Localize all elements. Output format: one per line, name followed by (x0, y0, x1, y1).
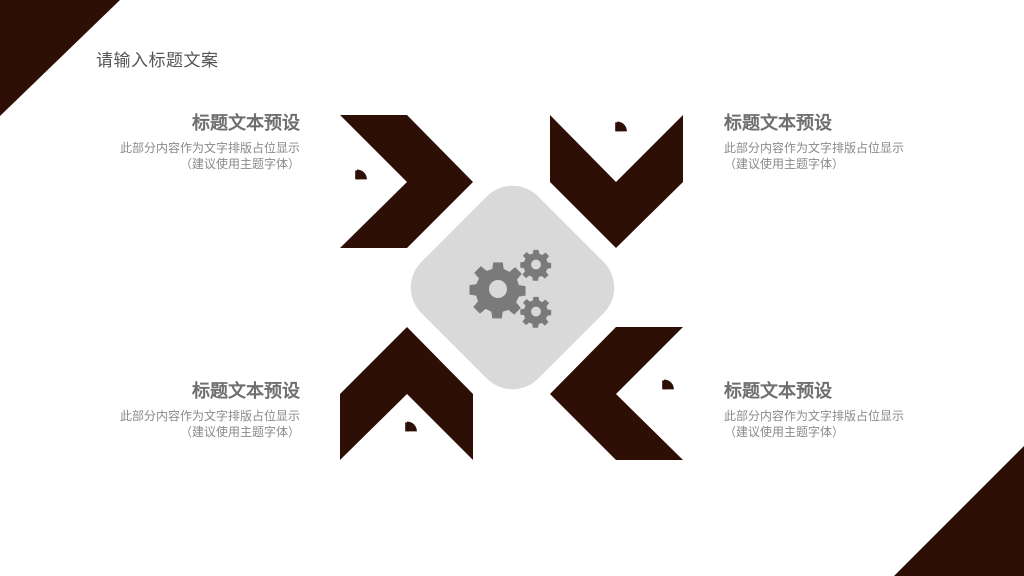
block-title: 标题文本预设 (724, 381, 832, 402)
block-title: 标题文本预设 (192, 113, 300, 134)
block-body: 此部分内容作为文字排版占位显示 (119, 409, 300, 423)
gears-icon (469, 249, 552, 328)
pie-chart-hand-icon (597, 115, 637, 155)
text-block-top-right: 标题文本预设 此部分内容作为文字排版占位显示 （建议使用主题字体） (724, 112, 914, 172)
pie-chart-hand-icon (387, 415, 427, 455)
text-block-top-left: 标题文本预设 此部分内容作为文字排版占位显示 （建议使用主题字体） (100, 112, 300, 172)
chevron-right-icon (340, 115, 473, 248)
block-note: （建议使用主题字体） (179, 425, 300, 439)
corner-triangle-bottom-right (894, 446, 1024, 576)
block-note: （建议使用主题字体） (724, 157, 845, 171)
block-title: 标题文本预设 (192, 381, 300, 402)
block-title: 标题文本预设 (724, 113, 832, 134)
chevron-up-icon (340, 327, 473, 460)
block-note: （建议使用主题字体） (179, 157, 300, 171)
slide-title: 请输入标题文案 (96, 51, 219, 71)
corner-triangle-top-left (0, 0, 120, 116)
block-body: 此部分内容作为文字排版占位显示 (119, 141, 300, 155)
chevron-down-icon (550, 115, 683, 248)
text-block-bottom-right: 标题文本预设 此部分内容作为文字排版占位显示 （建议使用主题字体） (724, 380, 914, 440)
chevron-left-icon (550, 327, 683, 460)
block-note: （建议使用主题字体） (724, 425, 845, 439)
block-body: 此部分内容作为文字排版占位显示 (724, 141, 905, 155)
pie-chart-hand-icon (644, 373, 684, 413)
block-body: 此部分内容作为文字排版占位显示 (724, 409, 905, 423)
pie-chart-hand-icon (337, 163, 377, 203)
text-block-bottom-left: 标题文本预设 此部分内容作为文字排版占位显示 （建议使用主题字体） (100, 380, 300, 440)
